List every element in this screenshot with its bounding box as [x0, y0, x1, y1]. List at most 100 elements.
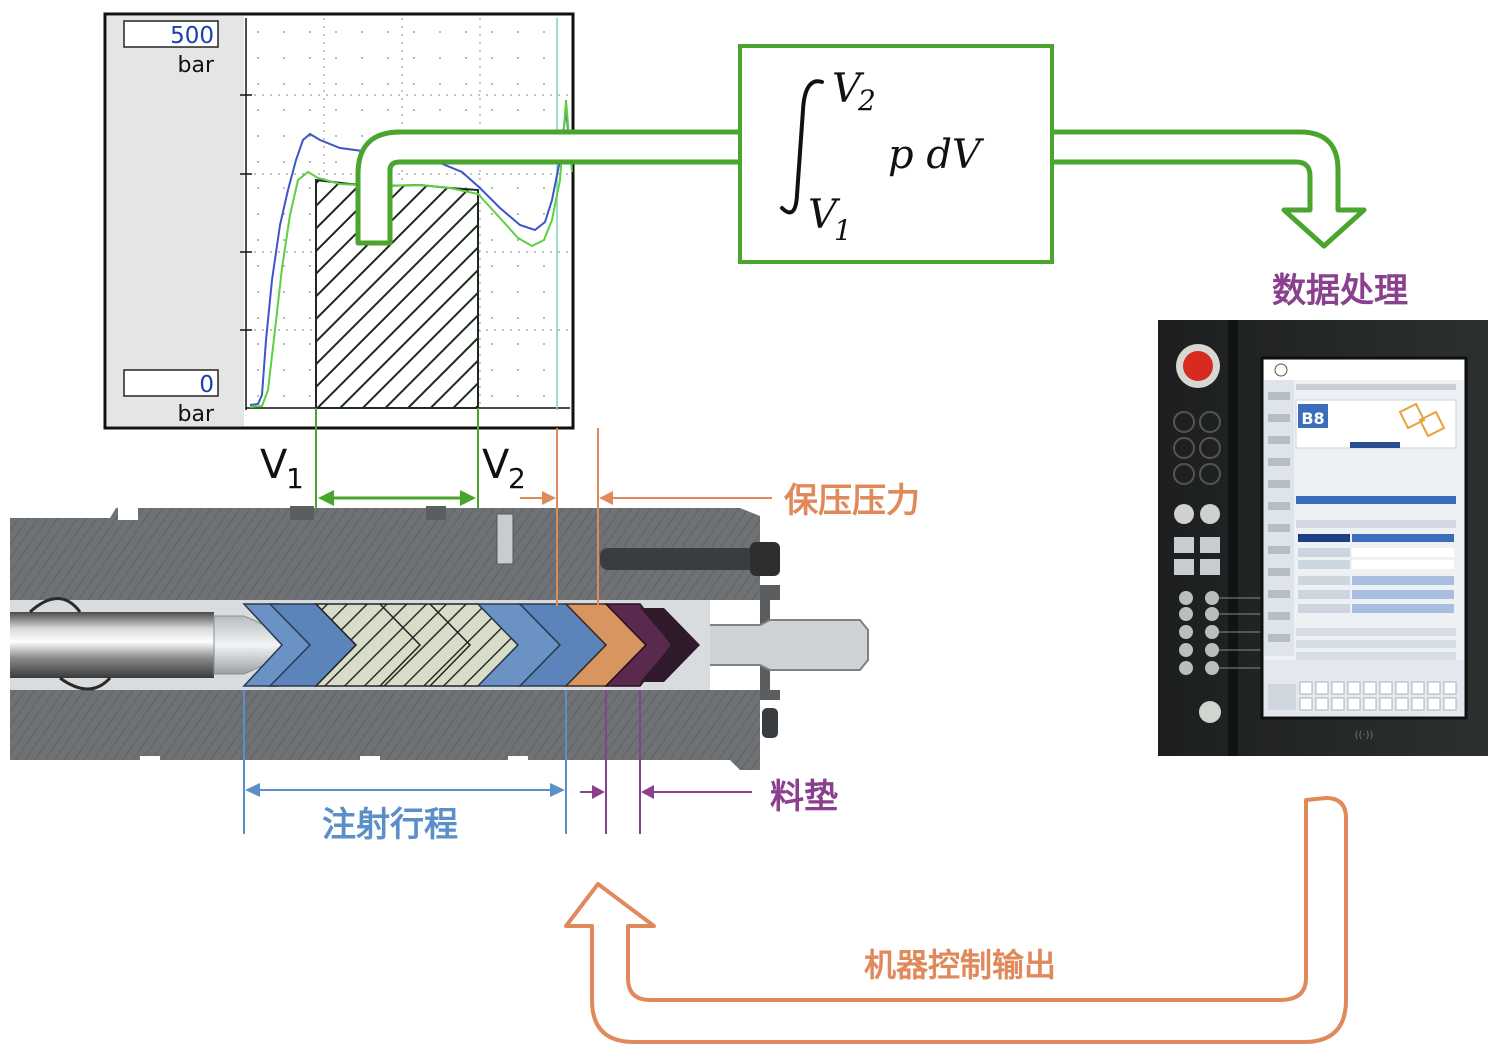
grid-dot — [543, 83, 545, 85]
holding-arrow-left-icon — [542, 491, 556, 505]
grid-dot — [309, 161, 311, 163]
grid-dot — [257, 57, 259, 59]
grid-dot — [335, 109, 337, 111]
screen-badge-bg — [1298, 404, 1328, 428]
grid-dot — [257, 369, 259, 371]
screen-footer-icon — [1443, 681, 1457, 695]
grid-dot — [465, 109, 467, 111]
formula-upper-limit: V — [832, 66, 865, 112]
screen-row — [1298, 604, 1350, 613]
screen-bar — [1298, 534, 1350, 542]
grid-dot — [283, 369, 285, 371]
pressure-chart: 500 bar 0 bar — [103, 12, 575, 430]
v1-sub: 1 — [286, 462, 304, 495]
panel-key-button[interactable] — [1199, 701, 1221, 723]
grid-dot — [491, 31, 493, 33]
barrel-wall-top — [10, 508, 760, 600]
panel-selector-key — [1179, 661, 1193, 675]
screen-badge: B8 — [1301, 409, 1324, 428]
panel-round-key — [1199, 437, 1221, 459]
y-max-value: 500 — [170, 23, 214, 49]
screen-footer-icon — [1331, 697, 1345, 711]
grid-dot — [283, 83, 285, 85]
screen-decor-icon — [1398, 402, 1446, 438]
grid-dot — [465, 83, 467, 85]
integral-pipe — [355, 129, 1367, 249]
label-holding-pressure: 保压压力 — [784, 481, 920, 521]
panel-selector-key — [1179, 643, 1193, 657]
holding-arrow-right-icon — [599, 491, 613, 505]
grid-dot — [283, 161, 285, 163]
grid-dot — [517, 213, 519, 215]
panel-hinge — [1228, 320, 1238, 756]
emergency-stop-button[interactable] — [1183, 351, 1213, 381]
chart-sidebar — [107, 16, 244, 426]
integral-sign-icon — [780, 79, 824, 215]
screen-row — [1352, 560, 1454, 569]
screen-footer-icon — [1315, 681, 1329, 695]
grid-dot — [439, 83, 441, 85]
grid-dot — [543, 291, 545, 293]
screen-sidebar-item — [1268, 634, 1290, 642]
grid-dot — [309, 343, 311, 345]
screen-row — [1298, 548, 1350, 557]
grid-dot — [309, 239, 311, 241]
panel-selector-key — [1205, 591, 1219, 605]
screen-row — [1296, 652, 1456, 660]
volume-markers: V 1 V 2 — [260, 408, 526, 606]
panel-selector-key — [1205, 661, 1219, 675]
barrel-notch — [140, 756, 160, 770]
screen-bar — [1350, 442, 1400, 448]
screen-footer-icon — [1315, 697, 1329, 711]
stroke-arrow-right-icon — [550, 783, 565, 797]
grid-dot — [283, 135, 285, 137]
screen-footer-icon — [1395, 681, 1409, 695]
screen-sidebar — [1264, 380, 1294, 656]
formula-lower-limit: V — [808, 192, 841, 238]
grid-dot — [283, 395, 285, 397]
grid-dot — [517, 187, 519, 189]
nfc-icon: ((·)) — [1355, 730, 1374, 741]
grid-dot — [309, 109, 311, 111]
screen-footer-icon — [1347, 681, 1361, 695]
grid-dot — [257, 395, 259, 397]
grid-dot — [361, 135, 363, 137]
grid-dot — [439, 109, 441, 111]
grid-dot — [439, 57, 441, 59]
grid-dot — [309, 83, 311, 85]
grid-dot — [517, 109, 519, 111]
panel-key — [1174, 504, 1194, 524]
grid-dot — [491, 395, 493, 397]
grid-dot — [257, 83, 259, 85]
grid-dot — [543, 213, 545, 215]
screen-row — [1298, 576, 1350, 585]
grid-dot — [309, 317, 311, 319]
machine-control-panel: B8 ((·)) — [1158, 320, 1488, 756]
cushion-arrow-left-icon — [592, 785, 605, 799]
v1-label: V — [260, 442, 288, 488]
panel-round-key — [1199, 411, 1221, 433]
formula-upper-sub: 2 — [857, 84, 876, 117]
screen-footer-icon — [1411, 697, 1425, 711]
barrel-notch — [118, 508, 138, 520]
grid-dot — [361, 109, 363, 111]
grid-dot — [491, 57, 493, 59]
screen-sidebar-item — [1268, 524, 1290, 532]
grid-dot — [257, 265, 259, 267]
grid-dot — [517, 317, 519, 319]
screen-row — [1298, 560, 1350, 569]
grid-dot — [543, 187, 545, 189]
grid-dot — [283, 57, 285, 59]
grid-dot — [309, 395, 311, 397]
grid-dot — [491, 213, 493, 215]
barrel-notch — [290, 506, 314, 520]
grid-dot — [491, 83, 493, 85]
screen-header — [1264, 360, 1464, 380]
grid-dot — [491, 317, 493, 319]
feedback-arrow: 机器控制输出 — [564, 796, 1348, 1044]
screen-footer-icon — [1299, 681, 1313, 695]
label-data-processing: 数据处理 — [1272, 271, 1408, 311]
panel-selector-key — [1205, 607, 1219, 621]
process-annotations: 保压压力 注射行程 料垫 — [243, 428, 920, 845]
grid-dot — [491, 291, 493, 293]
